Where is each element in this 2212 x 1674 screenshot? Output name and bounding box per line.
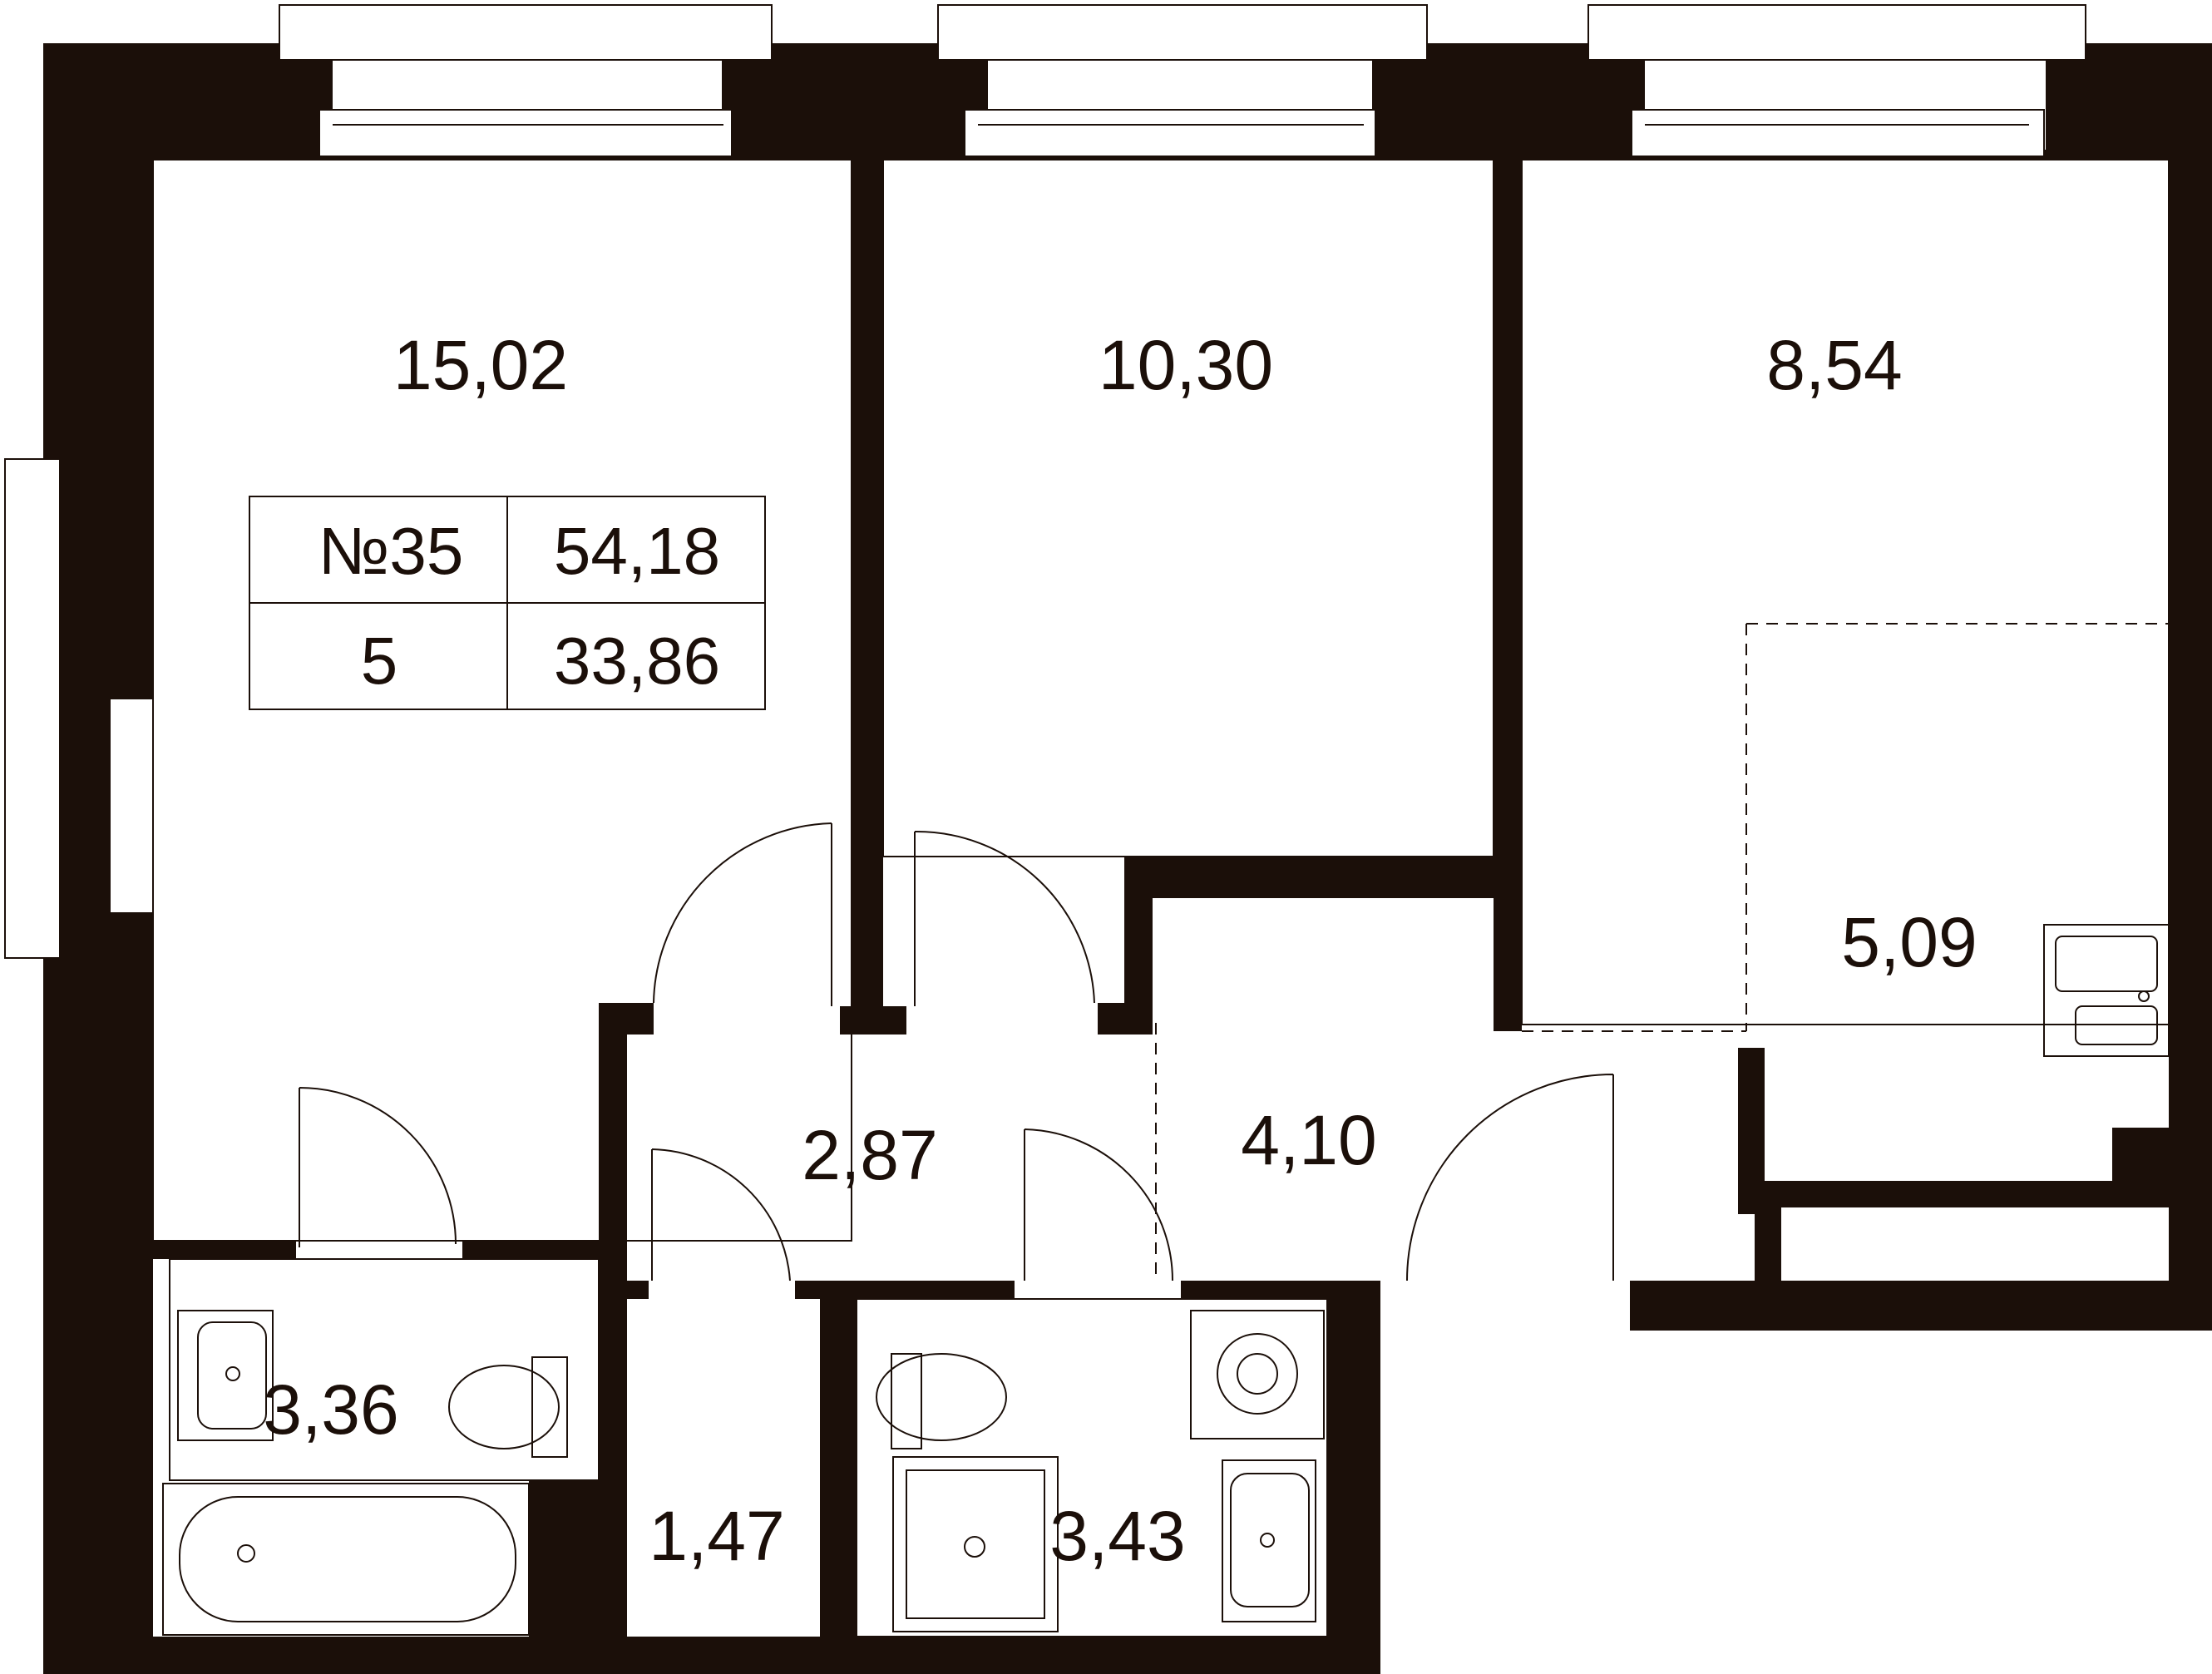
floor-number: 5 [361, 624, 398, 698]
toilet-right-icon [876, 1353, 1007, 1449]
room-area-middle: 10,30 [1099, 326, 1273, 404]
stack-icon [540, 1496, 585, 1627]
summary-table: №35 54,18 5 33,86 [249, 496, 766, 710]
kitchen-sink-icon [2043, 924, 2170, 1057]
shower-icon [892, 1456, 1059, 1632]
total-area: 54,18 [554, 514, 720, 588]
living-area: 33,86 [554, 624, 720, 698]
room-labels: 15,02 10,30 8,54 5,09 4,10 2,87 3,36 1,4… [263, 326, 1977, 1575]
doors [299, 822, 1614, 1281]
washbasin-right-icon [1222, 1459, 1316, 1622]
room-area-right: 8,54 [1766, 326, 1903, 404]
window-top-middle [937, 4, 1428, 157]
hall-area: 4,10 [1241, 1101, 1377, 1179]
apartment-number: №35 [318, 514, 464, 588]
bathroom-left-area: 3,36 [263, 1370, 399, 1449]
windows [4, 4, 2086, 959]
window-top-right [1587, 4, 2086, 157]
washing-machine-icon [1190, 1310, 1325, 1439]
window-left [4, 458, 154, 959]
closet-area: 1,47 [649, 1497, 785, 1575]
room-area-left: 15,02 [393, 326, 568, 404]
washbasin-left-icon [177, 1310, 274, 1441]
toilet-left-icon [448, 1356, 568, 1458]
window-top-left [279, 4, 773, 157]
kitchen-area: 5,09 [1841, 903, 1977, 981]
bathtub-icon [162, 1483, 530, 1636]
zone-boundaries [1155, 623, 2169, 1281]
corridor-area: 2,87 [802, 1116, 938, 1194]
bathroom-right-area: 3,43 [1049, 1497, 1186, 1575]
